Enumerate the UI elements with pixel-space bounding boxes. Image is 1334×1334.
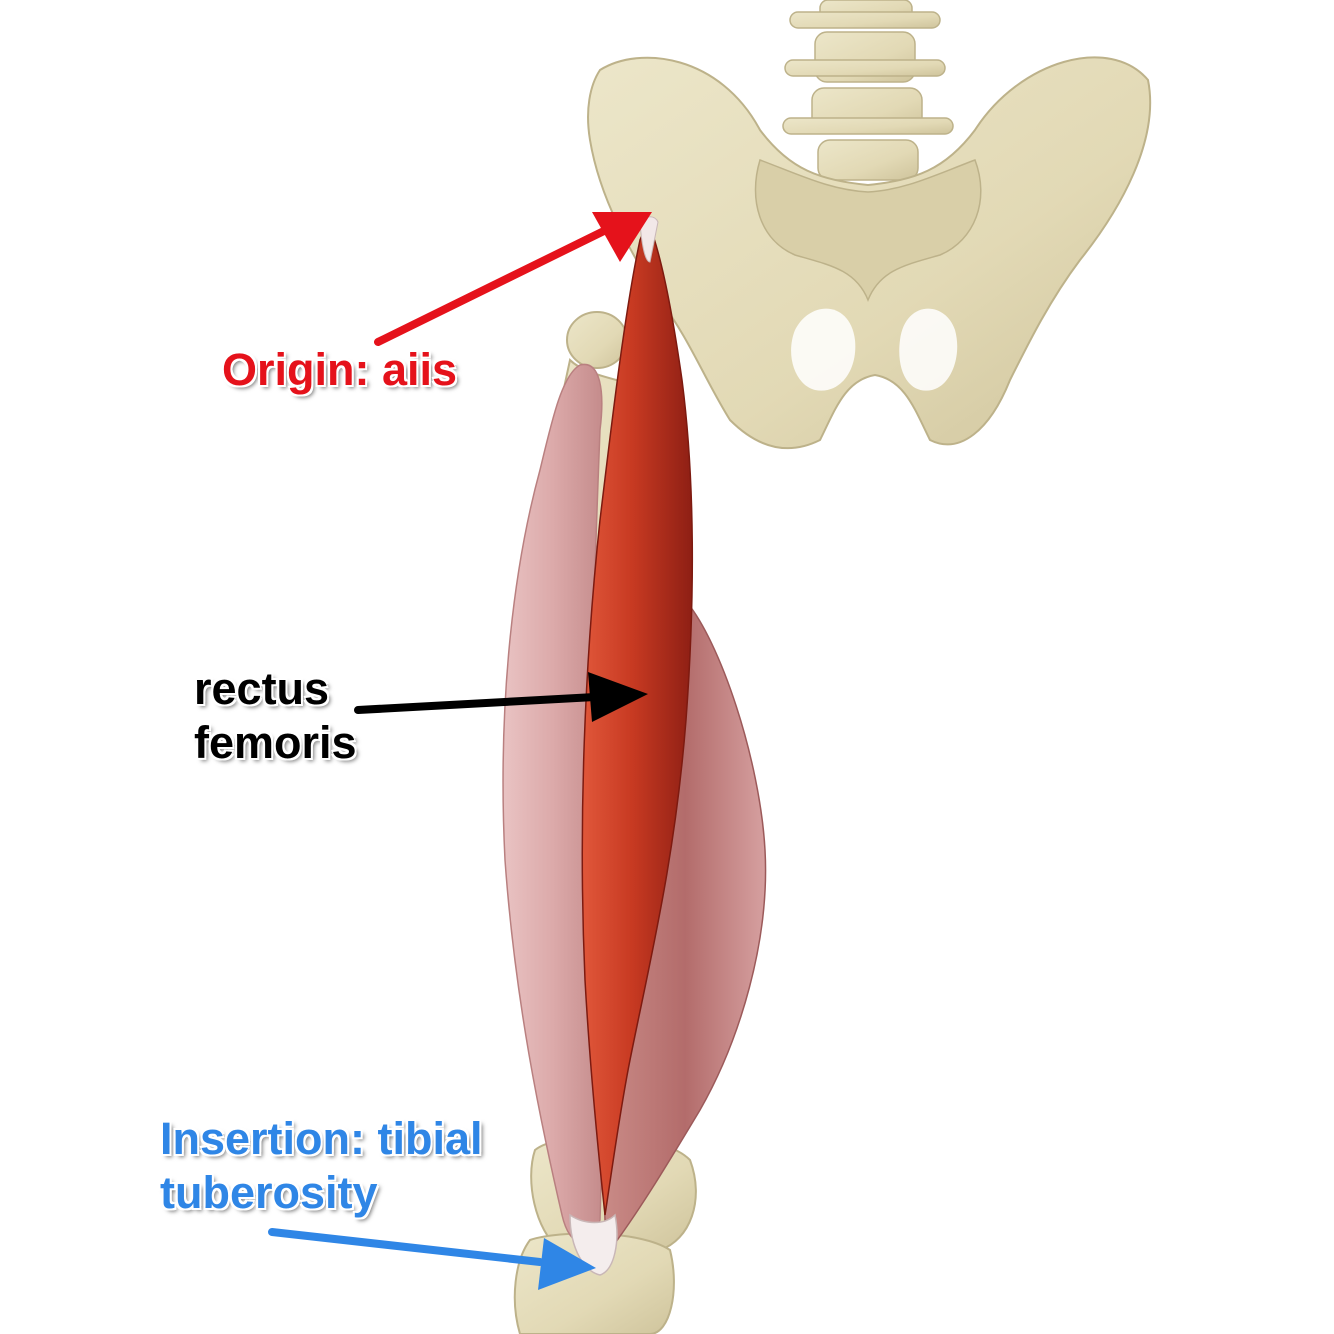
red-arrow-icon — [374, 212, 652, 346]
black-arrow-icon — [354, 672, 648, 722]
blue-arrow-icon — [268, 1228, 596, 1290]
muscle-label-line2: femoris — [194, 717, 357, 768]
rectus-femoris — [581, 220, 694, 1216]
muscle-label-line1: rectus — [194, 663, 330, 714]
insertion-label-line2: tuberosity — [160, 1167, 378, 1218]
muscle-label: rectus femoris — [194, 662, 357, 770]
lumbar-spine — [782, 0, 954, 181]
insertion-label-line1: Insertion: tibial — [160, 1113, 483, 1164]
origin-label-text: Origin: aiis — [222, 344, 458, 395]
insertion-label: Insertion: tibial tuberosity — [160, 1112, 483, 1220]
pelvis — [566, 56, 1152, 450]
origin-label: Origin: aiis — [222, 344, 457, 396]
